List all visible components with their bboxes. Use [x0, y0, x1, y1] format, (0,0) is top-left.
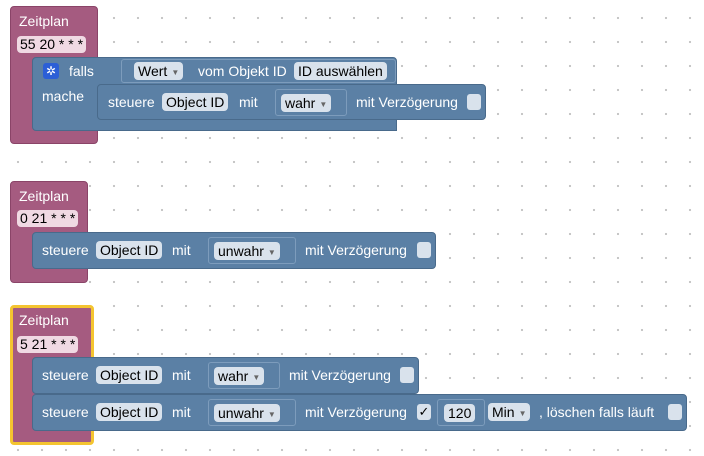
from-object-label: vom Objekt ID: [198, 63, 287, 79]
value-dropdown[interactable]: wahr▼: [281, 94, 332, 112]
mit-label: mit: [172, 404, 191, 420]
steuere-label: steuere: [42, 242, 89, 258]
chevron-down-icon: ▼: [252, 373, 261, 382]
mit-label: mit: [239, 94, 258, 110]
clear-if-running-label: , löschen falls läuft: [539, 404, 655, 420]
object-id-field[interactable]: Object ID: [96, 403, 163, 421]
cron-field[interactable]: 55 20 * * *: [17, 36, 87, 53]
value-dropdown-label: wahr: [285, 95, 316, 111]
schedule-title: Zeitplan: [19, 188, 69, 204]
clear-if-running-checkbox[interactable]: [668, 404, 682, 420]
chevron-down-icon: ▼: [319, 100, 328, 109]
control-block[interactable]: steuere Object ID mit wahr▼ mit Verzöger…: [97, 84, 486, 120]
value-dropdown[interactable]: Wert▼: [134, 62, 184, 80]
value-dropdown-label: Wert: [138, 63, 168, 79]
delay-checkbox-checked[interactable]: ✓: [417, 404, 431, 420]
delay-value-slot[interactable]: 120: [437, 399, 485, 426]
mit-label: mit: [172, 367, 191, 383]
delay-checkbox[interactable]: [400, 367, 414, 383]
value-input-slot[interactable]: wahr▼: [208, 362, 280, 389]
value-dropdown-label: unwahr: [218, 405, 264, 421]
value-dropdown-label: unwahr: [218, 243, 264, 259]
steuere-label: steuere: [108, 94, 155, 110]
chevron-down-icon: ▼: [267, 248, 276, 257]
falls-label: falls: [69, 63, 94, 79]
delay-checkbox[interactable]: [467, 94, 481, 110]
delay-checkbox[interactable]: [417, 242, 431, 258]
value-dropdown[interactable]: wahr▼: [214, 367, 265, 385]
schedule-title: Zeitplan: [19, 312, 69, 328]
mache-label: mache: [42, 88, 85, 104]
delay-unit-dropdown[interactable]: Min▼: [488, 403, 531, 421]
object-id-field[interactable]: Object ID: [96, 241, 163, 259]
cron-field[interactable]: 5 21 * * *: [17, 336, 79, 353]
delay-label: mit Verzögerung: [356, 94, 458, 110]
object-id-field[interactable]: Object ID: [162, 93, 229, 111]
value-input-slot[interactable]: unwahr▼: [208, 399, 296, 426]
control-block[interactable]: steuere Object ID mit wahr▼ mit Verzöger…: [32, 357, 419, 394]
mit-label: mit: [172, 242, 191, 258]
object-id-field[interactable]: Object ID: [96, 366, 163, 384]
value-input-slot[interactable]: wahr▼: [275, 89, 347, 116]
delay-label: mit Verzögerung: [289, 367, 391, 383]
delay-label: mit Verzögerung: [305, 404, 407, 420]
value-dropdown-label: wahr: [218, 368, 249, 384]
schedule-title: Zeitplan: [19, 13, 69, 29]
control-block[interactable]: steuere Object ID mit unwahr▼ mit Verzög…: [32, 232, 436, 269]
delay-unit-label: Min: [492, 404, 515, 420]
value-dropdown[interactable]: unwahr▼: [214, 242, 280, 260]
chevron-down-icon: ▼: [518, 409, 527, 418]
cron-field[interactable]: 0 21 * * *: [17, 210, 79, 227]
delay-label: mit Verzögerung: [305, 242, 407, 258]
delay-value-field[interactable]: 120: [444, 404, 476, 422]
steuere-label: steuere: [42, 404, 89, 420]
value-of-object-block[interactable]: Wert▼ vom Objekt ID ID auswählen: [121, 59, 396, 83]
control-block[interactable]: steuere Object ID mit unwahr▼ mit Verzög…: [32, 394, 687, 431]
chevron-down-icon: ▼: [267, 410, 276, 419]
chevron-down-icon: ▼: [171, 68, 180, 77]
value-input-slot[interactable]: unwahr▼: [208, 237, 296, 264]
steuere-label: steuere: [42, 367, 89, 383]
select-id-button[interactable]: ID auswählen: [294, 62, 387, 80]
gear-icon[interactable]: ✲: [43, 63, 59, 79]
value-dropdown[interactable]: unwahr▼: [214, 404, 280, 422]
